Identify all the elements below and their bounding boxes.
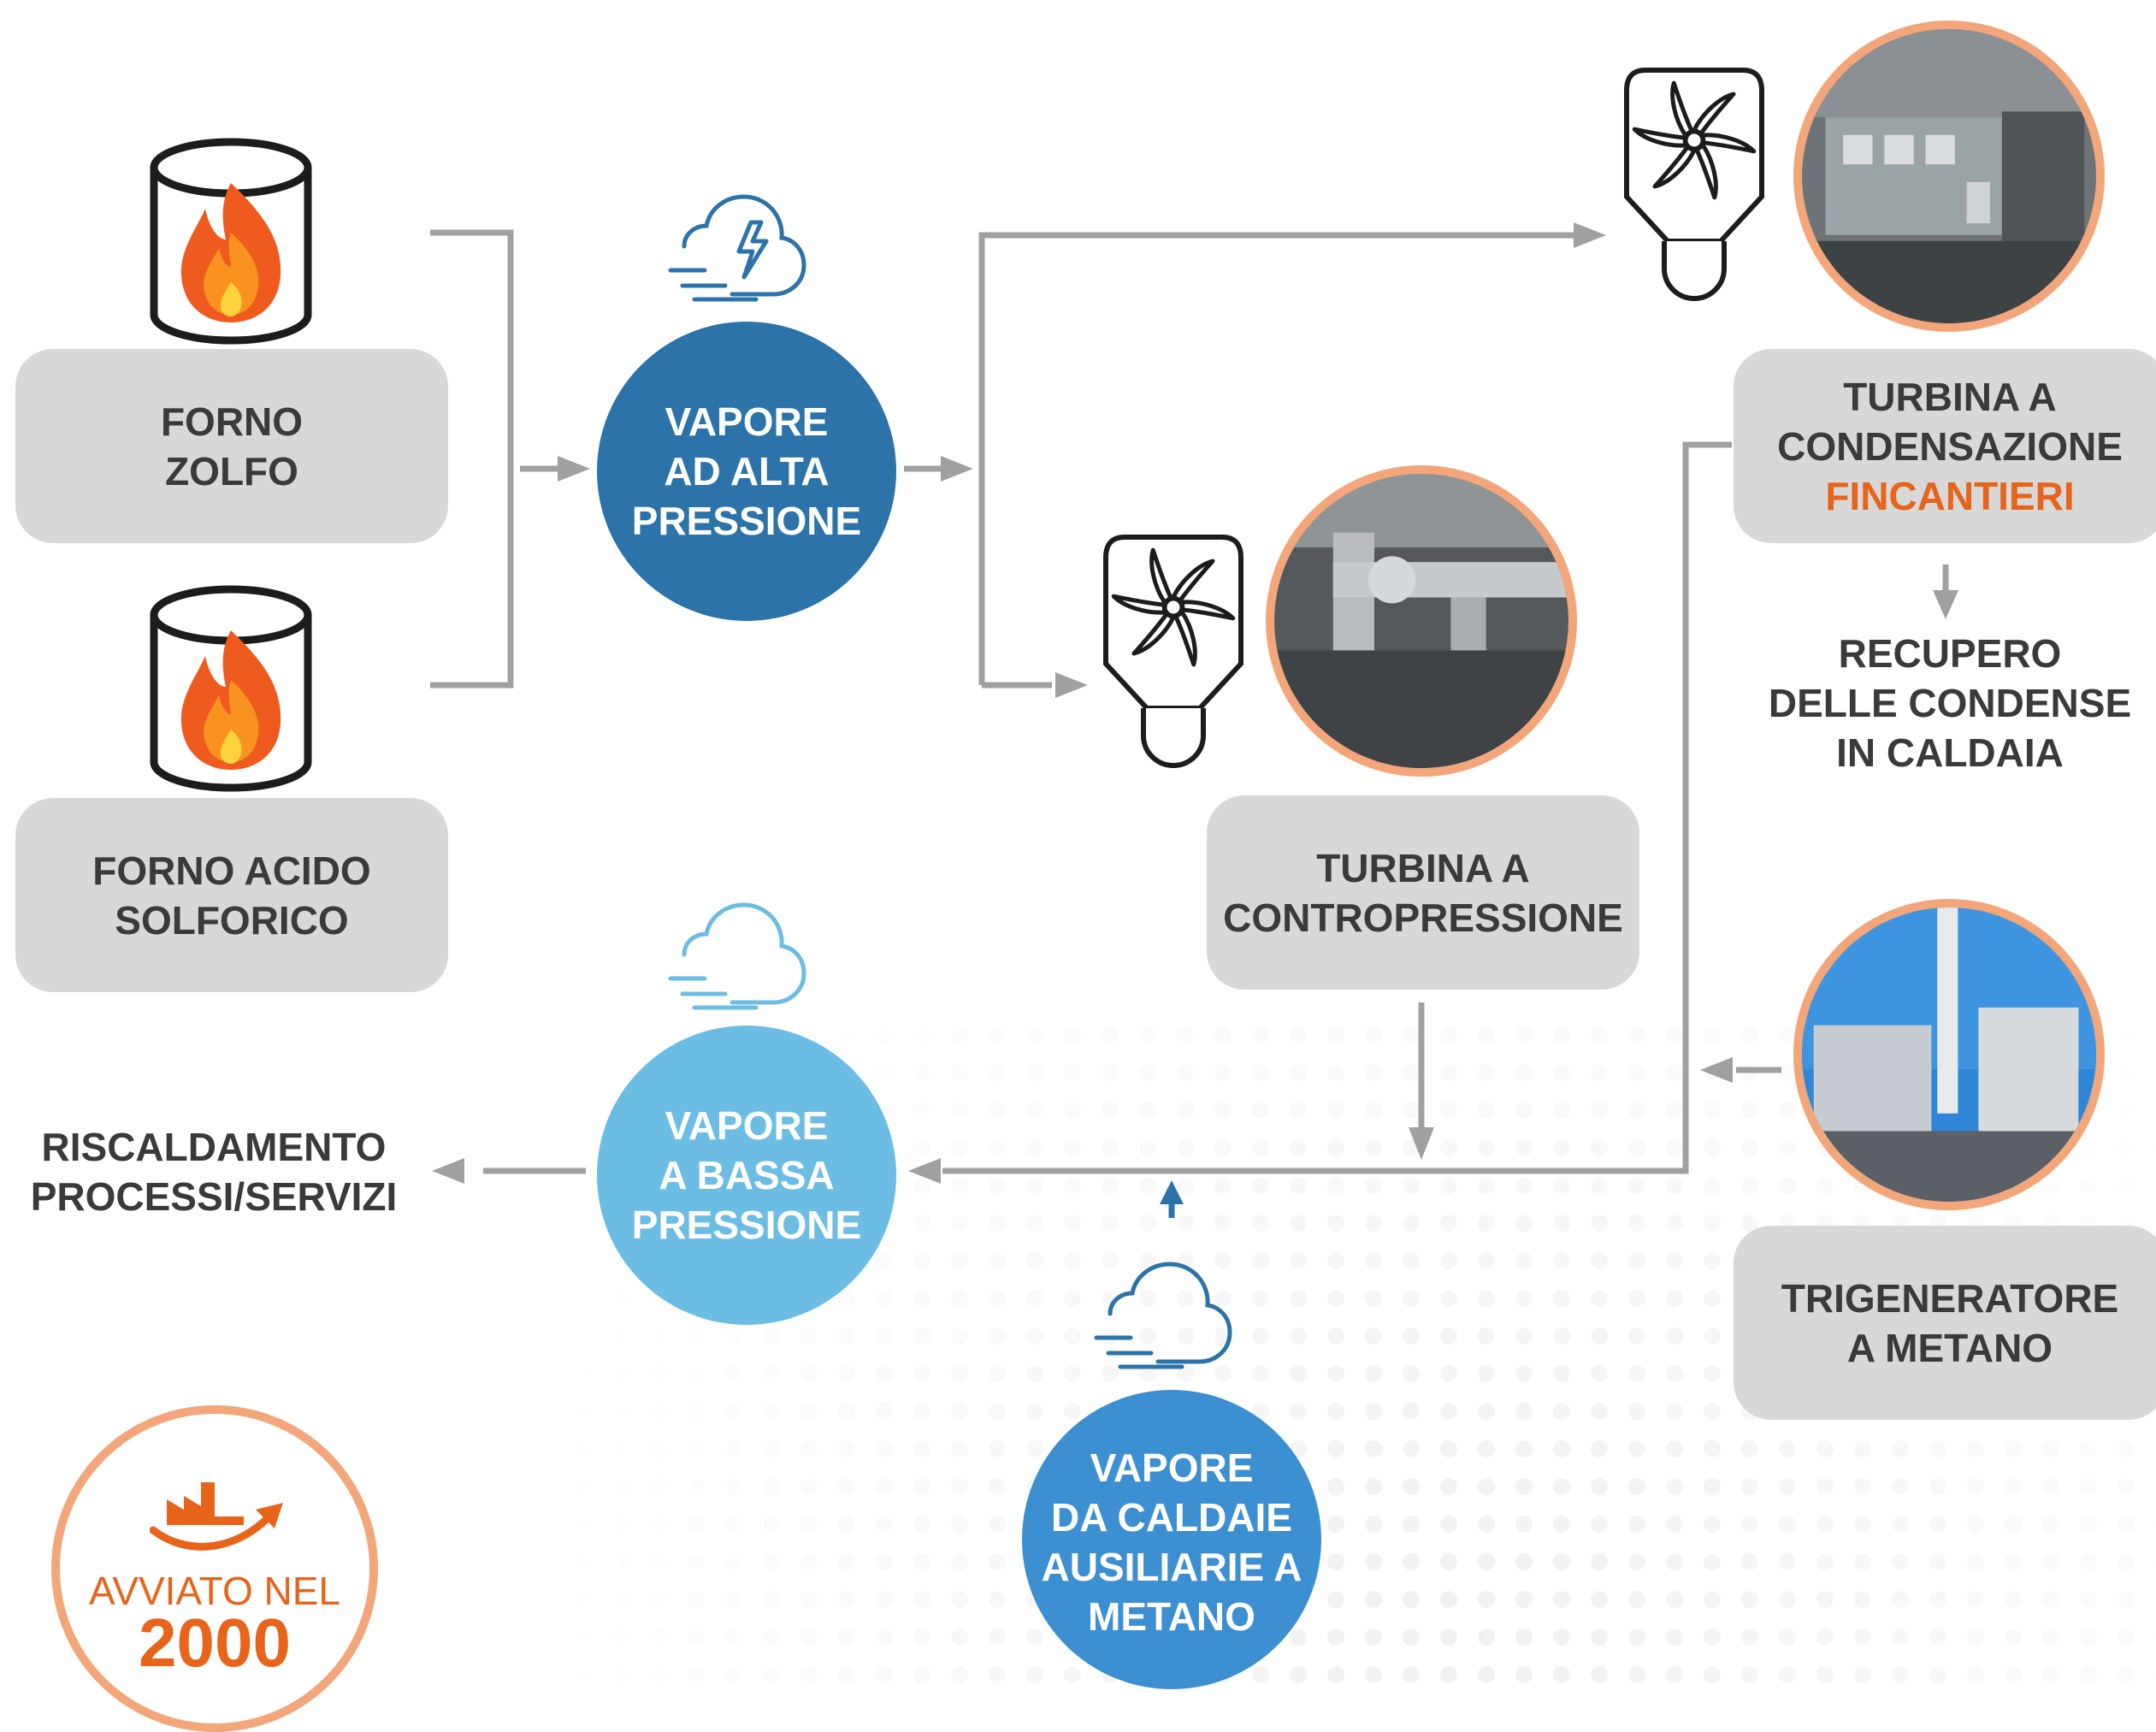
furnace-fire-icon (150, 585, 312, 792)
furnace-sulfur-label: FORNO ZOLFO (161, 397, 303, 496)
label-line: AUSILIARIE A (1041, 1545, 1302, 1589)
label-line: DELLE CONDENSE (1768, 681, 2132, 725)
factory-arrow-icon (150, 1482, 283, 1551)
turbine-icon (1624, 68, 1764, 301)
label-line: ZOLFO (165, 448, 298, 494)
label-line: A METANO (1846, 1325, 2053, 1370)
brand-name: FINCANTIERI (1825, 473, 2075, 518)
badge-year: 2000 (139, 1605, 291, 1681)
badge-line1: AVVIATO NEL (89, 1569, 340, 1613)
label-line: CONDENSAZIONE (1777, 423, 2123, 469)
label-line: FORNO (160, 399, 304, 444)
furnace-fire-icon (150, 138, 312, 345)
furnace-acid-label: FORNO ACIDO SOLFORICO (92, 846, 370, 945)
furnace-acid-box: FORNO ACIDO SOLFORICO (15, 798, 448, 992)
steam-lightning-icon (668, 194, 806, 302)
label-line: PRESSIONE (631, 499, 862, 543)
steam-cloud-icon (668, 902, 806, 1010)
label-line: VAPORE (665, 1103, 829, 1148)
trigenerator-box: TRIGENERATORE A METANO (1734, 1226, 2156, 1420)
label-line: A BASSA (659, 1153, 835, 1197)
trigenerator-label: TRIGENERATORE A METANO (1781, 1274, 2118, 1373)
label-line: TRIGENERATORE (1781, 1275, 2119, 1321)
steam-cloud-icon (1094, 1262, 1232, 1369)
label-line: FORNO ACIDO (92, 848, 371, 893)
aux-boiler-steam-label: VAPORE DA CALDAIE AUSILIARIE A METANO (1042, 1443, 1302, 1641)
label-line: TURBINA A (1316, 845, 1530, 890)
high-pressure-steam-node: VAPORE AD ALTA PRESSIONE (597, 322, 896, 621)
label-line: VAPORE (1090, 1445, 1254, 1490)
label-line: PRESSIONE (631, 1203, 862, 1247)
aux-steam-arrowhead (1160, 1180, 1184, 1204)
turbine-icon (1103, 535, 1243, 768)
condensate-recovery-label: RECUPERO DELLE CONDENSE IN CALDAIA (1736, 626, 2156, 780)
label-line: RISCALDAMENTO (41, 1125, 387, 1169)
heating-services-label: RISCALDAMENTO PROCESSI/SERVIZI (17, 1120, 411, 1223)
low-pressure-steam-label: VAPORE A BASSA PRESSIONE (632, 1101, 861, 1250)
label-line: VAPORE (665, 399, 829, 444)
label-line: TURBINA A (1843, 374, 2057, 419)
condensing-turbine-photo (1793, 21, 2105, 332)
condensing-turbine-box: TURBINA A CONDENSAZIONE FINCANTIERI (1734, 349, 2156, 543)
connector-lines (430, 229, 1949, 1174)
label-line: AD ALTA (664, 449, 830, 494)
aux-boiler-steam-node: VAPORE DA CALDAIE AUSILIARIE A METANO (1022, 1390, 1321, 1689)
furnace-merge-bracket (430, 229, 514, 689)
furnace-sulfur-box: FORNO ZOLFO (15, 349, 448, 543)
label-line: PROCESSI/SERVIZI (30, 1174, 398, 1219)
label-line: DA CALDAIE (1051, 1495, 1292, 1540)
label-line: IN CALDAIA (1836, 730, 2064, 775)
label-line: CONTROPRESSIONE (1223, 895, 1623, 940)
backpressure-turbine-photo (1266, 465, 1577, 777)
line-to-condensing-turbine (978, 232, 1574, 685)
high-pressure-steam-label: VAPORE AD ALTA PRESSIONE (632, 397, 861, 546)
started-2000-badge: AVVIATO NEL 2000 (51, 1405, 378, 1732)
label-line: RECUPERO (1838, 631, 2062, 676)
backpressure-turbine-label: TURBINA A CONTROPRESSIONE (1223, 843, 1623, 943)
line-to-low-pressure (942, 441, 1732, 1174)
backpressure-turbine-box: TURBINA A CONTROPRESSIONE (1207, 795, 1639, 990)
condensing-turbine-label: TURBINA A CONDENSAZIONE FINCANTIERI (1777, 372, 2123, 521)
trigenerator-photo (1793, 899, 2105, 1210)
low-pressure-steam-node: VAPORE A BASSA PRESSIONE (597, 1026, 896, 1325)
label-line: METANO (1088, 1594, 1255, 1639)
arrow-heads (432, 222, 1958, 1184)
label-line: SOLFORICO (115, 897, 349, 943)
